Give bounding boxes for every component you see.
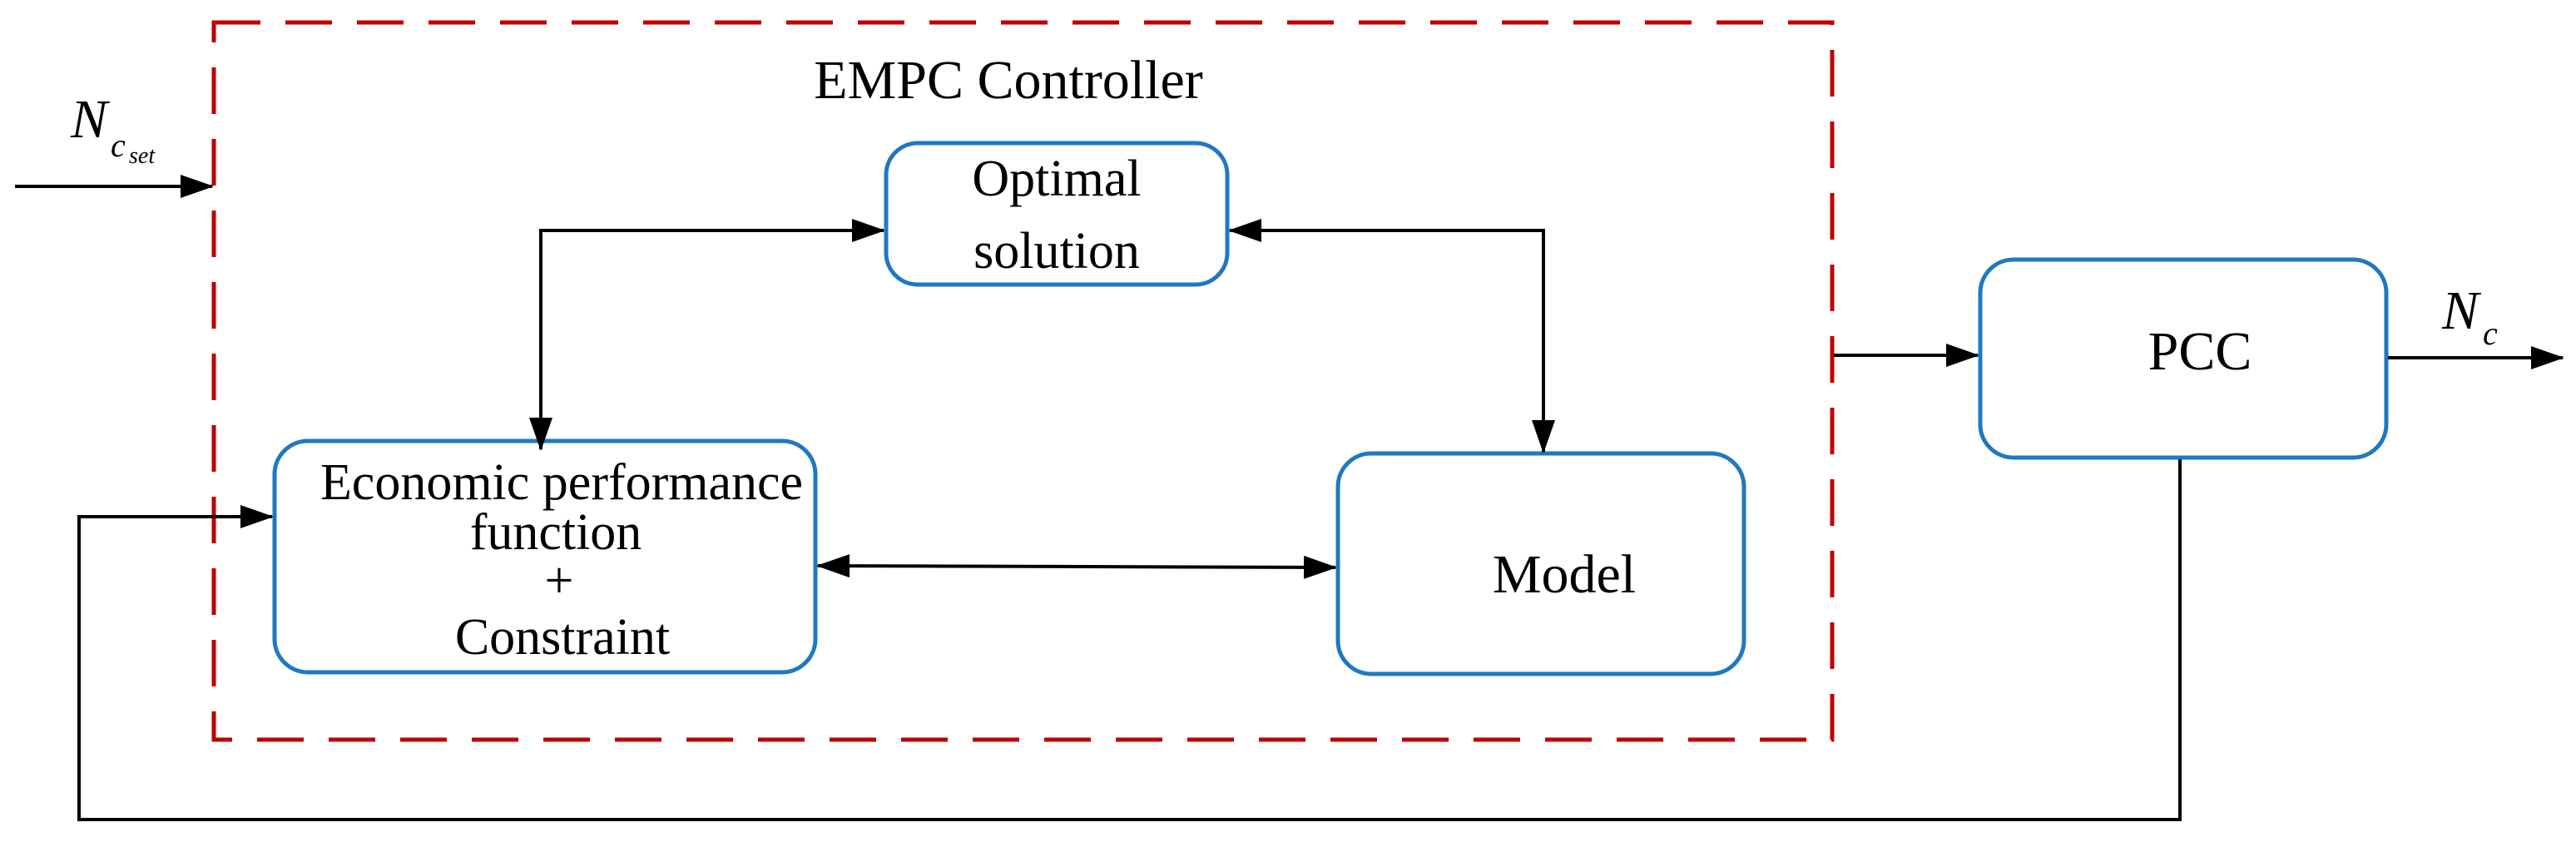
feedback-loop xyxy=(77,459,2182,821)
economic-label-line3: + xyxy=(545,552,574,609)
svg-text:N: N xyxy=(70,89,111,150)
input-signal-label: N c set xyxy=(70,89,156,169)
optimal-solution-label-line1: Optimal xyxy=(972,151,1141,207)
economic-performance-block: Economic performance function + Constrai… xyxy=(272,438,818,675)
economic-optimal-link xyxy=(529,219,885,451)
output-signal-label: N c xyxy=(2441,280,2498,352)
pcc-label: PCC xyxy=(2148,321,2252,382)
optimal-solution-label-line2: solution xyxy=(973,223,1140,280)
optimal-model-link xyxy=(1228,219,1555,453)
economic-label-line4: Constraint xyxy=(455,609,670,666)
optimal-solution-block: Optimal solution xyxy=(884,141,1230,287)
controller-title: EMPC Controller xyxy=(814,50,1203,111)
model-block: Model xyxy=(1335,451,1746,676)
pcc-block: PCC xyxy=(1978,257,2389,460)
svg-text:c: c xyxy=(111,126,126,164)
model-label: Model xyxy=(1493,544,1636,605)
economic-model-link xyxy=(816,554,1337,579)
empc-controller-boundary xyxy=(211,20,1835,742)
economic-label-line2: function xyxy=(470,504,642,561)
economic-label-line1: Economic performance xyxy=(320,454,803,511)
svg-text:c: c xyxy=(2483,315,2498,352)
svg-text:N: N xyxy=(2441,280,2482,341)
svg-text:set: set xyxy=(129,143,156,169)
